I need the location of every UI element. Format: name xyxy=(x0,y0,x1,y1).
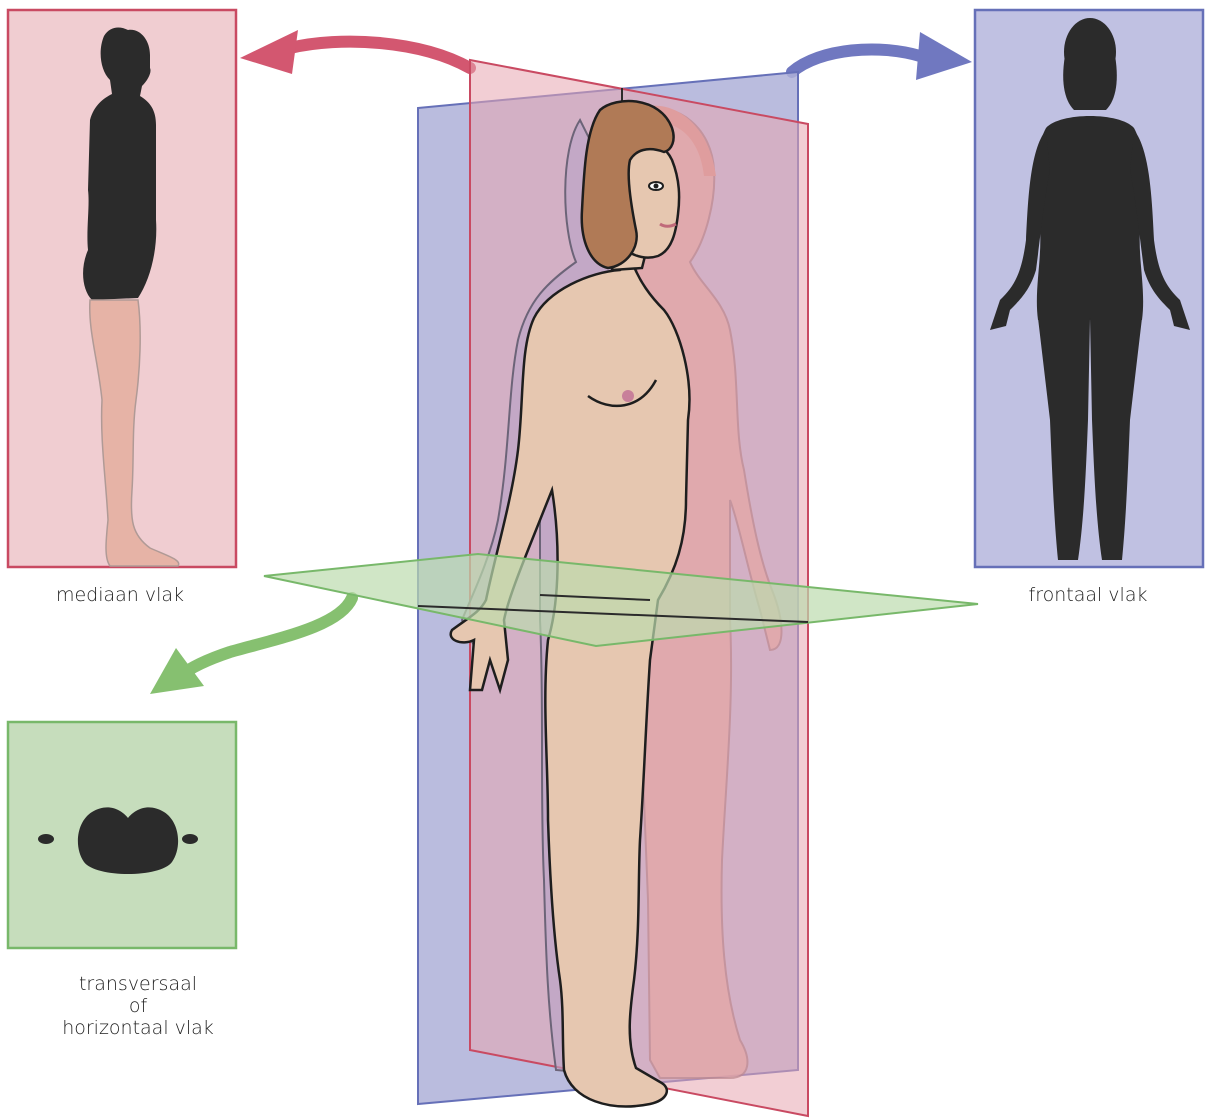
nipple xyxy=(622,390,634,402)
frontal-plane-panel xyxy=(975,10,1203,567)
right-arm-section xyxy=(182,834,198,844)
transverse-label-line2: of xyxy=(28,995,248,1017)
median-arrow xyxy=(240,30,470,74)
transverse-label-line3: horizontaal vlak xyxy=(28,1017,248,1039)
transverse-plane xyxy=(264,554,978,646)
left-arm-section xyxy=(38,834,54,844)
transverse-label-line1: transversaal xyxy=(28,973,248,995)
transverse-arrow xyxy=(150,598,352,694)
frontal-plane-label: frontaal vlak xyxy=(988,584,1188,606)
median-plane-panel xyxy=(8,10,236,567)
median-plane-label: mediaan vlak xyxy=(20,584,220,606)
frontal-arrow xyxy=(792,32,972,80)
transverse-plane-panel xyxy=(8,722,236,948)
transverse-plane-label: transversaal of horizontaal vlak xyxy=(28,973,248,1039)
central-figure-scene xyxy=(264,60,978,1116)
